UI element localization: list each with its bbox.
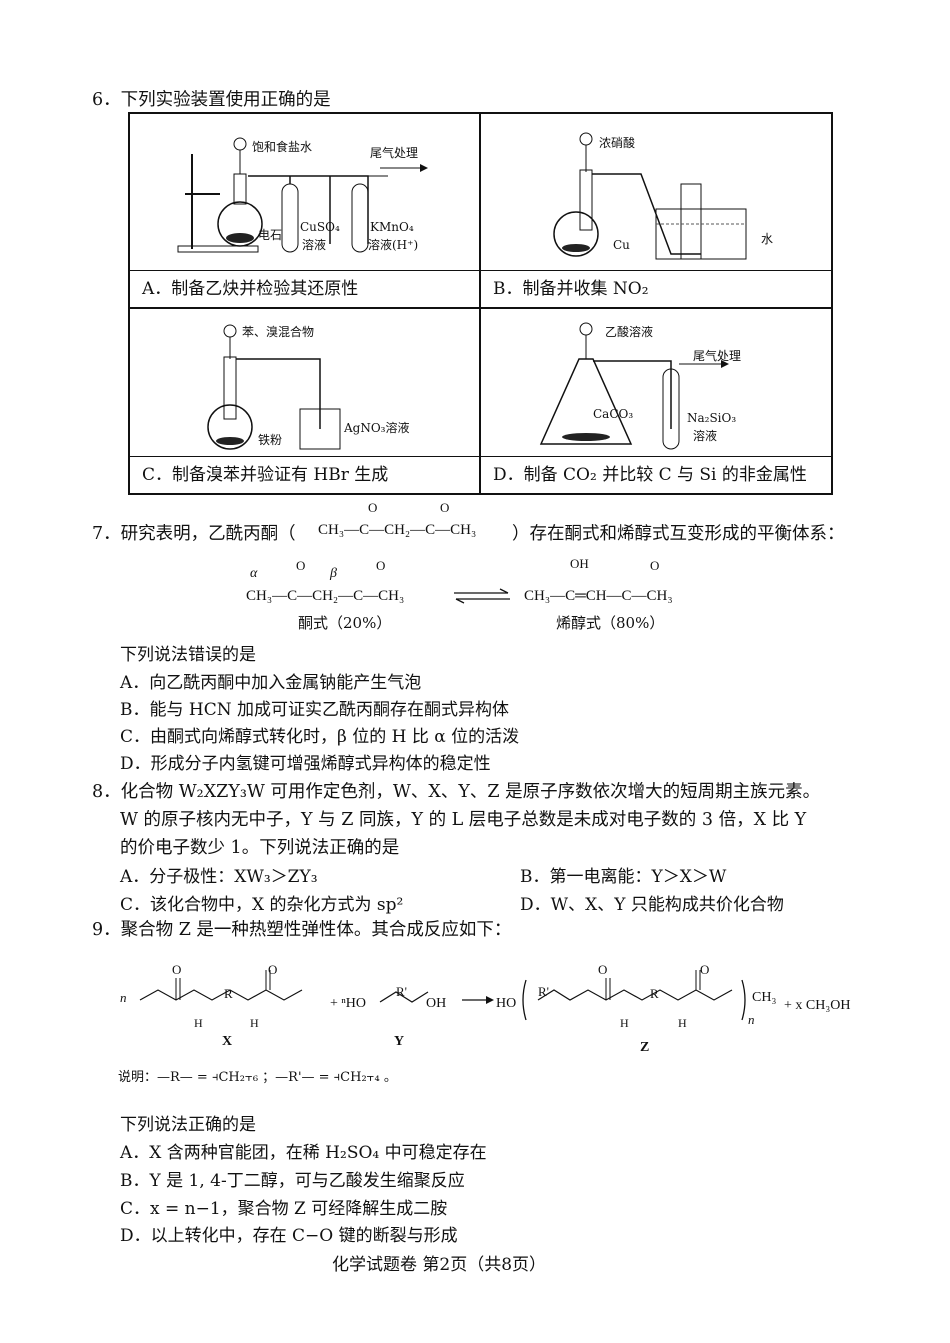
label-na2sio3-sol: 溶液 [693, 429, 718, 443]
apparatus-b-drawing [553, 132, 747, 260]
caption-d: D．制备 CO₂ 并比较 C 与 Si 的非金属性 [481, 456, 831, 493]
q7-formula-o2: O [440, 500, 450, 515]
q9-z-ch3: CH₃ [752, 990, 777, 1005]
q7-option-d[interactable]: D．形成分子内氢键可增强烯醇式异构体的稳定性 [120, 754, 491, 774]
q9-label-z: Z [640, 1040, 650, 1055]
q9-x-h2: H [250, 1016, 259, 1030]
apparatus-a-drawing [177, 137, 428, 253]
q7-formula-o1: O [368, 500, 378, 515]
q9-option-a[interactable]: A．X 含两种官能团，在稀 H₂SO₄ 中可稳定存在 [120, 1143, 487, 1163]
q7-option-a[interactable]: A．向乙酰丙酮中加入金属钠能产生气泡 [120, 673, 422, 693]
label-tail-gas-d: 尾气处理 [693, 349, 742, 363]
q9-x-o1: O [172, 962, 182, 977]
q7-enol-oh: OH [570, 556, 589, 571]
label-cu: Cu [613, 238, 630, 252]
label-iron-powder: 铁粉 [258, 433, 283, 447]
q6-apparatus-grid: 饱和食盐水 尾气处理 电石 CuSO₄ 溶液 KMnO₄ 溶液(H⁺) A．制备… [128, 112, 833, 495]
q9-z-o2: O [700, 962, 710, 977]
page-footer: 化学试题卷 第2页（共8页） [332, 1255, 547, 1275]
q7-stem-part1: 7．研究表明，乙酰丙酮（ [92, 524, 296, 544]
label-acetic-acid: 乙酸溶液 [605, 325, 654, 339]
q9-x-o2: O [268, 962, 278, 977]
q8-option-a[interactable]: A．分子极性：XW₃＞ZY₃ [120, 867, 318, 887]
label-water: 水 [761, 232, 774, 246]
q6-cell-c: 苯、溴混合物 铁粉 AgNO₃溶液 C．制备溴苯并验证有 HBr 生成 [129, 308, 480, 494]
q9-z-ho: HO [496, 996, 517, 1011]
q7-stem-part2: ）存在酮式和烯醇式互变形成的平衡体系： [512, 524, 845, 544]
label-saturated-brine: 饱和食盐水 [252, 140, 313, 154]
caption-c: C．制备溴苯并验证有 HBr 生成 [130, 456, 479, 493]
q7-keto-label: 酮式（20%） [298, 614, 392, 632]
q9-x-r: R [224, 986, 233, 1001]
q9-z-h1: H [620, 1016, 629, 1030]
q8-option-b[interactable]: B．第一电离能：Y＞X＞W [520, 867, 727, 887]
q6-cell-b: 浓硝酸 Cu 水 B．制备并收集 NO₂ [480, 113, 832, 308]
q9-n-x: n [120, 990, 127, 1005]
label-na2sio3: Na₂SiO₃ [687, 411, 737, 425]
q9-label-y: Y [394, 1034, 405, 1049]
q8-option-c[interactable]: C．该化合物中，X 的杂化方式为 sp² [120, 895, 404, 915]
label-conc-nitric-acid: 浓硝酸 [599, 136, 636, 150]
q9-xch3oh: + x CH₃OH [784, 998, 851, 1013]
q9-plus-ho: + ⁿHO [330, 996, 367, 1011]
q9-z-rp: R' [538, 984, 550, 999]
q8-line1: 8．化合物 W₂XZY₃W 可用作定色剂，W、X、Y、Z 是原子序数依次增大的短… [92, 782, 821, 802]
label-calcium-carbide: 电石 [258, 228, 283, 242]
q9-reaction-scheme [139, 970, 746, 1021]
q9-option-c[interactable]: C．x = n−1，聚合物 Z 可经降解生成二胺 [120, 1199, 448, 1219]
q9-z-n: n [748, 1012, 755, 1027]
q7-option-b[interactable]: B．能与 HCN 加成可证实乙酰丙酮存在酮式异构体 [120, 700, 510, 720]
q7-beta: β [330, 566, 337, 581]
label-cuso4-sol: 溶液 [302, 238, 327, 252]
label-cuso4: CuSO₄ [300, 220, 340, 234]
q9-y-oh: OH [426, 996, 447, 1011]
label-kmno4: KMnO₄ [370, 220, 414, 234]
q9-z-h2: H [678, 1016, 687, 1030]
label-benzene-bromine: 苯、溴混合物 [242, 325, 315, 339]
q6-cell-a: 饱和食盐水 尾气处理 电石 CuSO₄ 溶液 KMnO₄ 溶液(H⁺) A．制备… [129, 113, 480, 308]
q7-enol-label: 烯醇式（80%） [556, 614, 665, 632]
q7-enol-formula: CH₃—C═CH—C—CH₃ [524, 588, 673, 604]
q9-option-b[interactable]: B．Y 是 1, 4-丁二醇，可与乙酸发生缩聚反应 [120, 1171, 465, 1191]
q7-acac-formula: CH₃—C—CH₂—C—CH₃ [318, 522, 477, 538]
apparatus-d-drawing [539, 322, 729, 450]
q8-option-d[interactable]: D．W、X、Y 只能构成共价化合物 [520, 895, 784, 915]
label-kmno4-sol: 溶液(H⁺) [368, 238, 419, 252]
label-agno3: AgNO₃溶液 [344, 421, 410, 435]
q7-keto-o2: O [376, 558, 386, 573]
q9-x-h1: H [194, 1016, 203, 1030]
q7-alpha: α [250, 566, 258, 581]
q9-note: 说明：—R— = ⫞CH₂⫟₆ ；—R'— = ⫞CH₂⫟₄ 。 [118, 1070, 397, 1085]
q9-z-o1: O [598, 962, 608, 977]
label-caco3: CaCO₃ [593, 407, 634, 421]
q7-option-c[interactable]: C．由酮式向烯醇式转化时，β 位的 H 比 α 位的活泼 [120, 727, 520, 747]
equilibrium-arrow-icon [454, 588, 510, 604]
label-tail-gas: 尾气处理 [370, 146, 419, 160]
q6-stem: 6．下列实验装置使用正确的是 [92, 90, 331, 110]
q9-prompt: 下列说法正确的是 [120, 1115, 256, 1135]
q8-line3: 的价电子数少 1。下列说法正确的是 [120, 838, 400, 858]
q9-y-rp: R' [396, 984, 408, 999]
q9-z-r: R [650, 986, 659, 1001]
q7-keto-o1: O [296, 558, 306, 573]
q7-prompt: 下列说法错误的是 [120, 645, 256, 665]
caption-b: B．制备并收集 NO₂ [481, 270, 831, 307]
q9-stem: 9．聚合物 Z 是一种热塑性弹性体。其合成反应如下： [92, 920, 512, 940]
q6-cell-d: 乙酸溶液 尾气处理 CaCO₃ Na₂SiO₃ 溶液 D．制备 CO₂ 并比较 … [480, 308, 832, 494]
q8-line2: W 的原子核内无中子，Y 与 Z 同族，Y 的 L 层电子总数是未成对电子数的 … [120, 810, 807, 830]
q7-enol-o: O [650, 558, 660, 573]
q9-option-d[interactable]: D．以上转化中，存在 C−O 键的断裂与形成 [120, 1226, 458, 1246]
caption-a: A．制备乙炔并检验其还原性 [130, 270, 479, 307]
q9-label-x: X [222, 1034, 233, 1049]
q7-keto-formula: CH₃—C—CH₂—C—CH₃ [246, 588, 405, 604]
apparatus-c-drawing [207, 324, 341, 450]
